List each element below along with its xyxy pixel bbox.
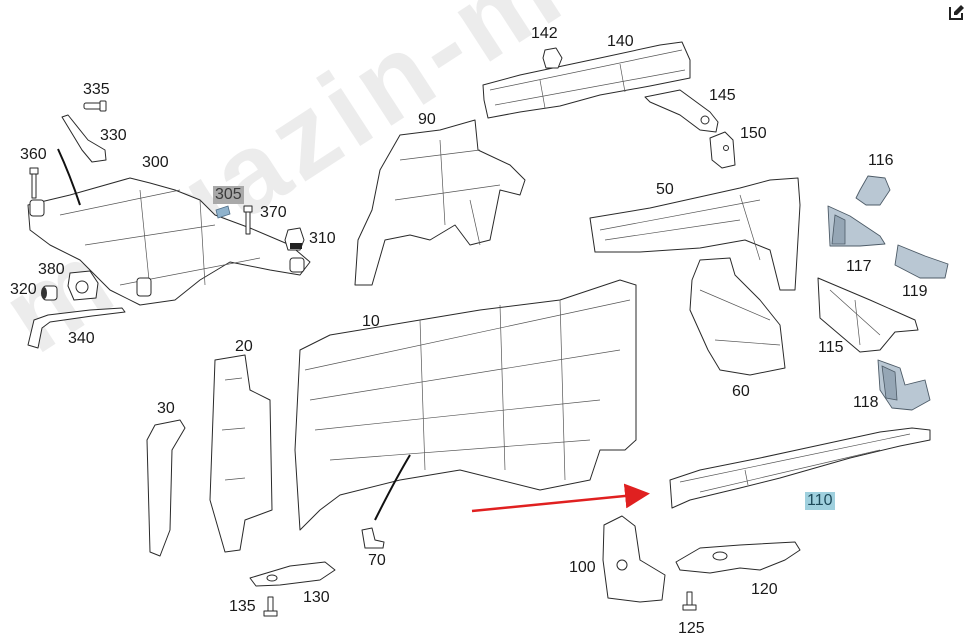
part-118-panel[interactable] [877, 359, 931, 411]
callout-305[interactable]: 305 [213, 186, 244, 204]
callout-370[interactable]: 370 [260, 204, 287, 221]
callout-380[interactable]: 380 [38, 261, 65, 278]
part-119-panel[interactable] [894, 244, 949, 279]
callout-50[interactable]: 50 [656, 181, 674, 198]
part-360-bolt[interactable] [29, 167, 39, 199]
part-142-buffer[interactable] [542, 47, 563, 69]
part-130-plate[interactable] [249, 561, 336, 587]
part-125-bolt[interactable] [682, 591, 697, 611]
part-115-member[interactable] [817, 277, 919, 353]
part-70-clip[interactable] [361, 527, 385, 549]
callout-142[interactable]: 142 [531, 25, 558, 42]
callout-360[interactable]: 360 [20, 146, 47, 163]
part-300-subframe[interactable] [27, 177, 311, 306]
callout-335[interactable]: 335 [83, 81, 110, 98]
edit-button[interactable] [948, 3, 966, 21]
part-305-sleeve[interactable] [215, 205, 231, 219]
callout-90[interactable]: 90 [418, 111, 436, 128]
part-335-bolt[interactable] [83, 100, 107, 112]
part-140-cowl[interactable] [482, 41, 691, 119]
callout-116[interactable]: 116 [868, 152, 894, 169]
part-110-member[interactable] [669, 427, 931, 509]
part-60-panel[interactable] [689, 257, 786, 376]
callout-300[interactable]: 300 [142, 154, 169, 171]
callout-115[interactable]: 115 [818, 339, 844, 356]
pointer-arrow-110 [471, 483, 650, 513]
part-370-bolt[interactable] [243, 205, 253, 235]
part-310-mount[interactable] [284, 227, 305, 251]
callout-340[interactable]: 340 [68, 330, 95, 347]
callout-110[interactable]: 110 [805, 492, 835, 510]
callout-125[interactable]: 125 [678, 620, 705, 637]
callout-145[interactable]: 145 [709, 87, 736, 104]
part-116-bracket[interactable] [855, 175, 891, 206]
part-100-bracket[interactable] [602, 515, 666, 603]
callout-120[interactable]: 120 [751, 581, 778, 598]
part-320-bushing[interactable] [41, 285, 58, 301]
callout-118[interactable]: 118 [853, 394, 879, 411]
callout-150[interactable]: 150 [740, 125, 767, 142]
callout-60[interactable]: 60 [732, 383, 750, 400]
part-50-member[interactable] [589, 177, 801, 291]
callout-100[interactable]: 100 [569, 559, 596, 576]
part-340-line[interactable] [27, 307, 126, 349]
part-380-mount[interactable] [67, 270, 99, 301]
callout-310[interactable]: 310 [309, 230, 336, 247]
part-120-bracket[interactable] [675, 541, 801, 574]
part-330-bracket[interactable] [61, 114, 107, 163]
part-150-bracket[interactable] [709, 131, 736, 169]
part-145-bracket[interactable] [644, 89, 719, 133]
callout-117[interactable]: 117 [846, 258, 872, 275]
part-117-panel[interactable] [827, 205, 886, 247]
callout-320[interactable]: 320 [10, 281, 37, 298]
callout-119[interactable]: 119 [902, 283, 928, 300]
part-135-bolt[interactable] [263, 596, 278, 617]
part-90-wheelhouse[interactable] [354, 119, 526, 286]
callout-10[interactable]: 10 [362, 313, 380, 330]
edit-pencil-icon [949, 5, 964, 20]
callout-130[interactable]: 130 [303, 589, 330, 606]
callout-20[interactable]: 20 [235, 338, 253, 355]
part-10-front-structure[interactable] [294, 279, 637, 531]
callout-330[interactable]: 330 [100, 127, 127, 144]
callout-arrow-330 [57, 148, 81, 206]
part-20-pillar[interactable] [209, 354, 273, 553]
callout-70[interactable]: 70 [368, 552, 386, 569]
callout-arrow-70 [374, 454, 411, 521]
callout-135[interactable]: 135 [229, 598, 256, 615]
part-30-bracket[interactable] [146, 419, 186, 557]
callout-30[interactable]: 30 [157, 400, 175, 417]
callout-140[interactable]: 140 [607, 33, 634, 50]
